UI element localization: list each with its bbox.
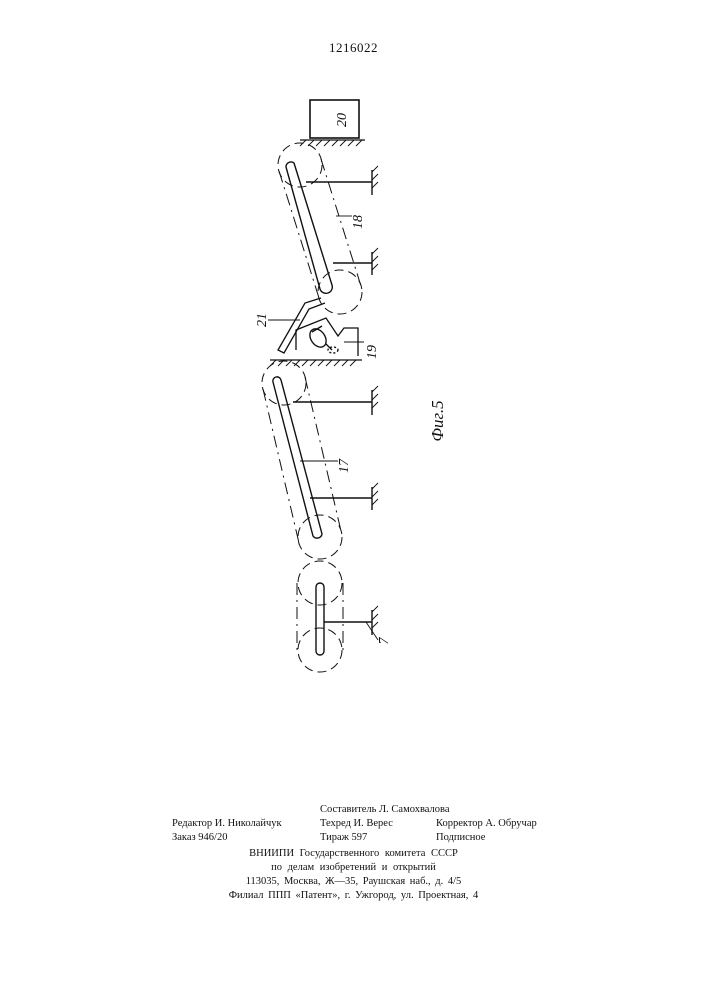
org-line-1: ВНИИПИ Государственного комитета СССР [0,847,707,861]
order: Заказ 946/20 [172,831,227,845]
corrector: Корректор А. Обручар [436,817,537,831]
branch-line: Филиал ППП «Патент», г. Ужгород, ул. Про… [0,889,707,903]
part-19 [270,318,364,366]
label-19: 19 [365,345,380,359]
conveyor-7 [297,561,378,672]
compiler: Составитель Л. Самохвалова [320,803,450,817]
label-17: 17 [337,458,352,473]
circulation: Тираж 597 [320,831,367,845]
org-line-2: по делам изобретений и открытий [0,861,707,875]
label-21: 21 [255,313,270,327]
subscription: Подписное [436,831,485,845]
conveyor-17 [262,361,378,559]
editor: Редактор И. Николайчук [172,817,282,831]
label-7: 7 [377,637,392,645]
org-line-3: 113035, Москва, Ж—35, Раушская наб., д. … [0,875,707,889]
tech-editor: Техред И. Верес [320,817,393,831]
label-18: 18 [351,215,366,229]
label-20: 20 [335,113,350,127]
figure-caption: Фиг.5 [428,400,447,441]
